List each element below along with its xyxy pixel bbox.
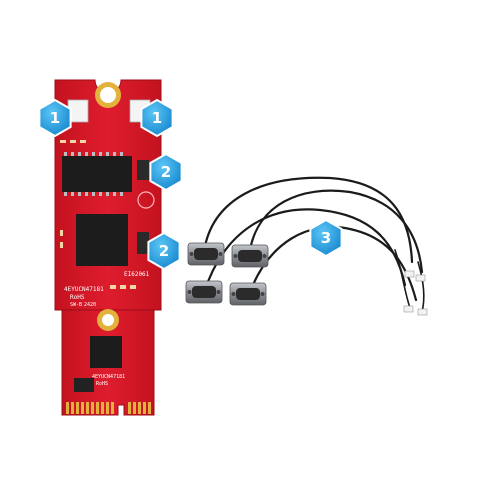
- svg-text:2: 2: [161, 163, 171, 181]
- cable-end-connectors: [403, 270, 428, 316]
- svg-text:2: 2: [159, 242, 169, 260]
- callout-badge: 2: [147, 231, 181, 271]
- upper-model-text: 4EYUCN47181: [64, 286, 104, 293]
- small-mark-text: SW-B: [70, 302, 82, 308]
- upper-rohs-text: RoHS: [70, 294, 85, 301]
- lower-jumper: [137, 232, 149, 254]
- db9-connector: [231, 244, 269, 268]
- lower-pcb: 4EYUCN47181 RoHS 2420: [61, 302, 155, 416]
- upper-pcb: 4EYUCN47181 RoHS EI62061 SW-B: [54, 79, 162, 311]
- db9-connector: [229, 282, 267, 306]
- date-mark-text: 2420: [84, 302, 96, 308]
- callout-badge: 1: [38, 98, 72, 138]
- svg-text:1: 1: [152, 109, 162, 127]
- svg-text:1: 1: [50, 109, 60, 127]
- upper-code-text: EI62061: [124, 271, 150, 278]
- callout-badge: 1: [140, 98, 174, 138]
- db9-connector: [185, 280, 223, 304]
- gold-fingers: [66, 402, 151, 414]
- svg-text:3: 3: [321, 229, 331, 247]
- lower-model-text: 4EYUCN47181: [92, 374, 125, 380]
- callout-badge: 2: [149, 152, 183, 192]
- upper-jumper: [137, 160, 149, 180]
- callout-badge: 3: [309, 218, 343, 258]
- db9-connector: [187, 242, 225, 266]
- serial-cables: [203, 176, 425, 313]
- lower-rohs-text: RoHS: [96, 381, 108, 387]
